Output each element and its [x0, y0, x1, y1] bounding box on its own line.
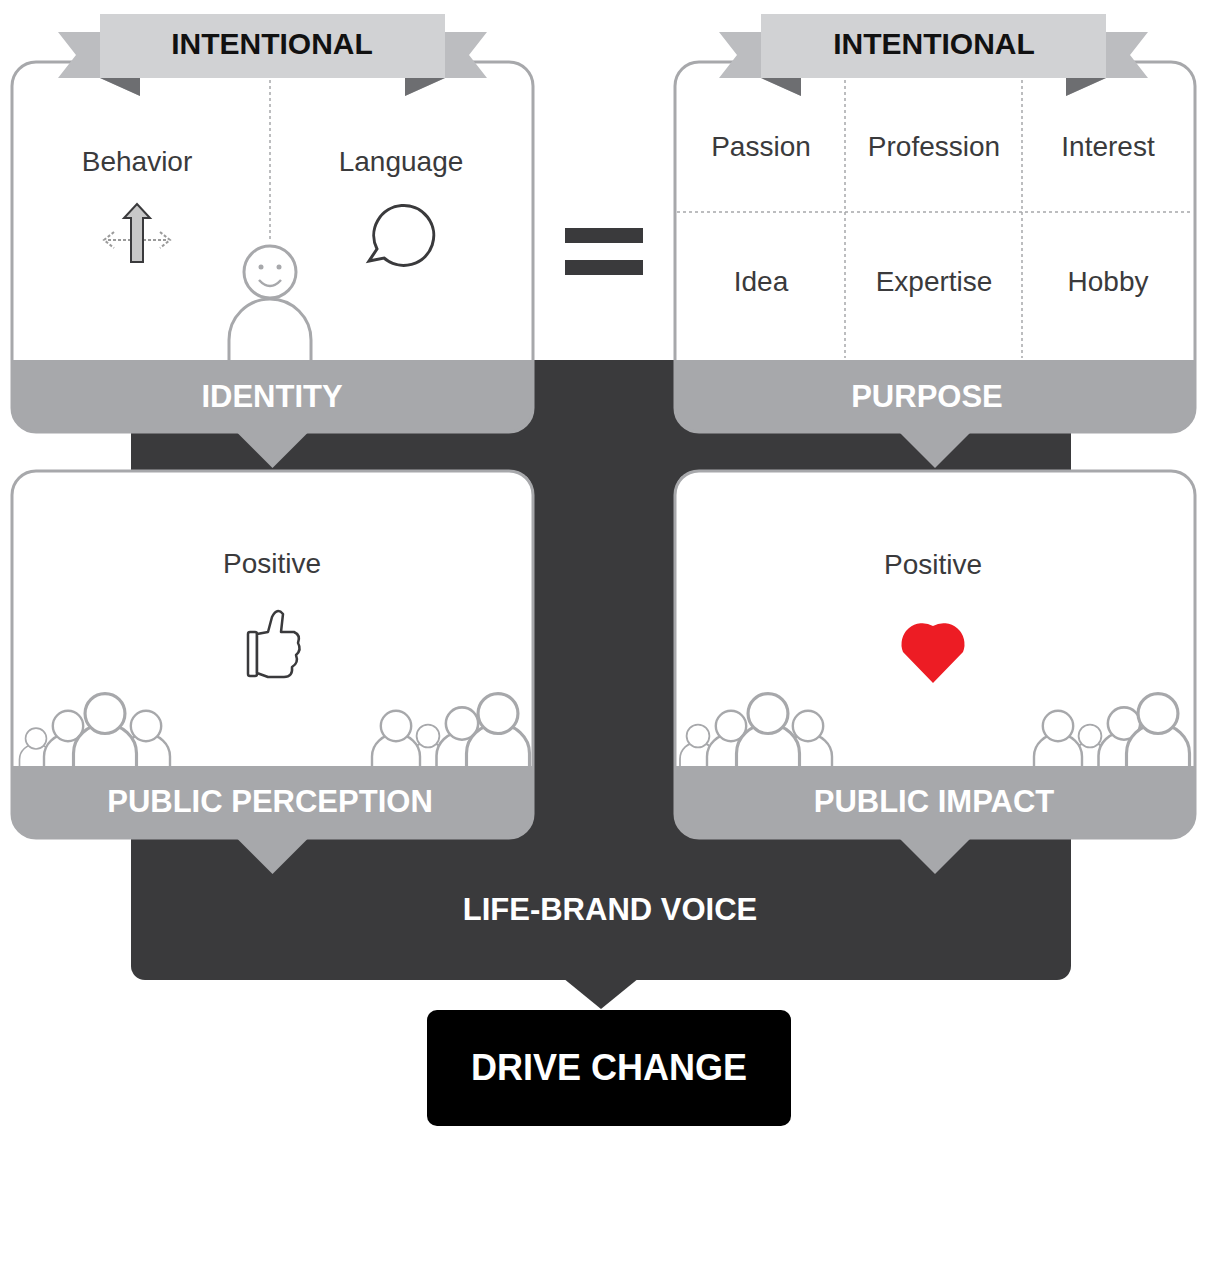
box-label: Positive [223, 548, 321, 580]
perception-panel [12, 471, 533, 838]
text-holder: Behavior [82, 146, 193, 178]
text-holder: Profession [868, 131, 1000, 163]
box-label: Idea [734, 266, 789, 298]
box-label: Interest [1061, 131, 1154, 163]
text-holder: LIFE-BRAND VOICE [463, 892, 758, 928]
voice-band [131, 360, 1071, 980]
perception-panel: PositivePUBLIC PERCEPTION [12, 471, 533, 838]
text-holder: INTENTIONAL [833, 27, 1035, 62]
purpose-cell: Passion [675, 80, 845, 212]
box-title: IDENTITY [201, 379, 342, 415]
identity-panel [12, 62, 533, 432]
text-holder: DRIVE CHANGE [471, 1047, 747, 1088]
purpose-cell: Idea [675, 212, 845, 358]
text-holder: Positive [223, 548, 321, 580]
text-holder: Hobby [1068, 266, 1149, 298]
pointer-arrow [897, 836, 973, 874]
box-label: Passion [711, 131, 811, 163]
box-label: Positive [884, 549, 982, 581]
person-figure [229, 246, 311, 360]
text-holder: PURPOSE [851, 379, 1003, 415]
identity-panel: INTENTIONALIDENTITYBehaviorLanguage [12, 62, 533, 432]
ribbon-banner [719, 14, 1148, 96]
box-label: Behavior [82, 146, 193, 178]
box-label: Profession [868, 131, 1000, 163]
box-title: DRIVE CHANGE [471, 1047, 747, 1088]
text-holder: IDENTITY [201, 379, 342, 415]
box-label: Hobby [1068, 266, 1149, 298]
text-holder: Language [339, 146, 464, 178]
box-title: PURPOSE [851, 379, 1003, 415]
purpose-cell: Expertise [845, 212, 1022, 358]
heart-icon [901, 623, 964, 683]
box-label: Language [339, 146, 464, 178]
purpose-cell: Hobby [1022, 212, 1195, 358]
text-holder: INTENTIONAL [171, 27, 373, 62]
impact-panel: PositivePUBLIC IMPACT [675, 471, 1195, 838]
purpose-cell: Interest [1022, 80, 1195, 212]
pointer-arrow [897, 430, 973, 468]
text-holder: Interest [1061, 131, 1154, 163]
thumbs-up-icon [248, 611, 300, 677]
behavior-icon [104, 204, 170, 262]
banner-heading: INTENTIONAL [171, 27, 373, 62]
text-holder: Expertise [876, 266, 993, 298]
ribbon-banner [58, 14, 487, 96]
equals-sign [565, 228, 643, 275]
language-cell: Language [270, 80, 533, 360]
speech-bubble-icon [369, 205, 434, 265]
text-holder: PUBLIC PERCEPTION [107, 784, 433, 820]
box-title: LIFE-BRAND VOICE [463, 892, 758, 928]
voice-band: LIFE-BRAND VOICE [131, 360, 1071, 980]
text-holder: Idea [734, 266, 789, 298]
box-title: PUBLIC IMPACT [814, 784, 1055, 820]
text-holder: Positive [884, 549, 982, 581]
pointer-arrow [563, 978, 639, 1009]
crowd [20, 694, 530, 766]
banner-heading: INTENTIONAL [833, 27, 1035, 62]
purpose-cell: Profession [845, 80, 1022, 212]
box-title: PUBLIC PERCEPTION [107, 784, 433, 820]
drive-change-box [427, 1010, 791, 1126]
behavior-cell: Behavior [12, 80, 270, 360]
box-label: Expertise [876, 266, 993, 298]
pointer-arrow [235, 430, 311, 468]
pointer-arrow [235, 836, 311, 874]
purpose-panel [675, 62, 1195, 432]
impact-panel [675, 471, 1195, 838]
purpose-panel: INTENTIONALPURPOSEPassionProfessionInter… [675, 62, 1195, 432]
drive-change-box: DRIVE CHANGE [427, 1010, 791, 1126]
crowd [680, 694, 1190, 766]
text-holder: Passion [711, 131, 811, 163]
text-holder: PUBLIC IMPACT [814, 784, 1055, 820]
